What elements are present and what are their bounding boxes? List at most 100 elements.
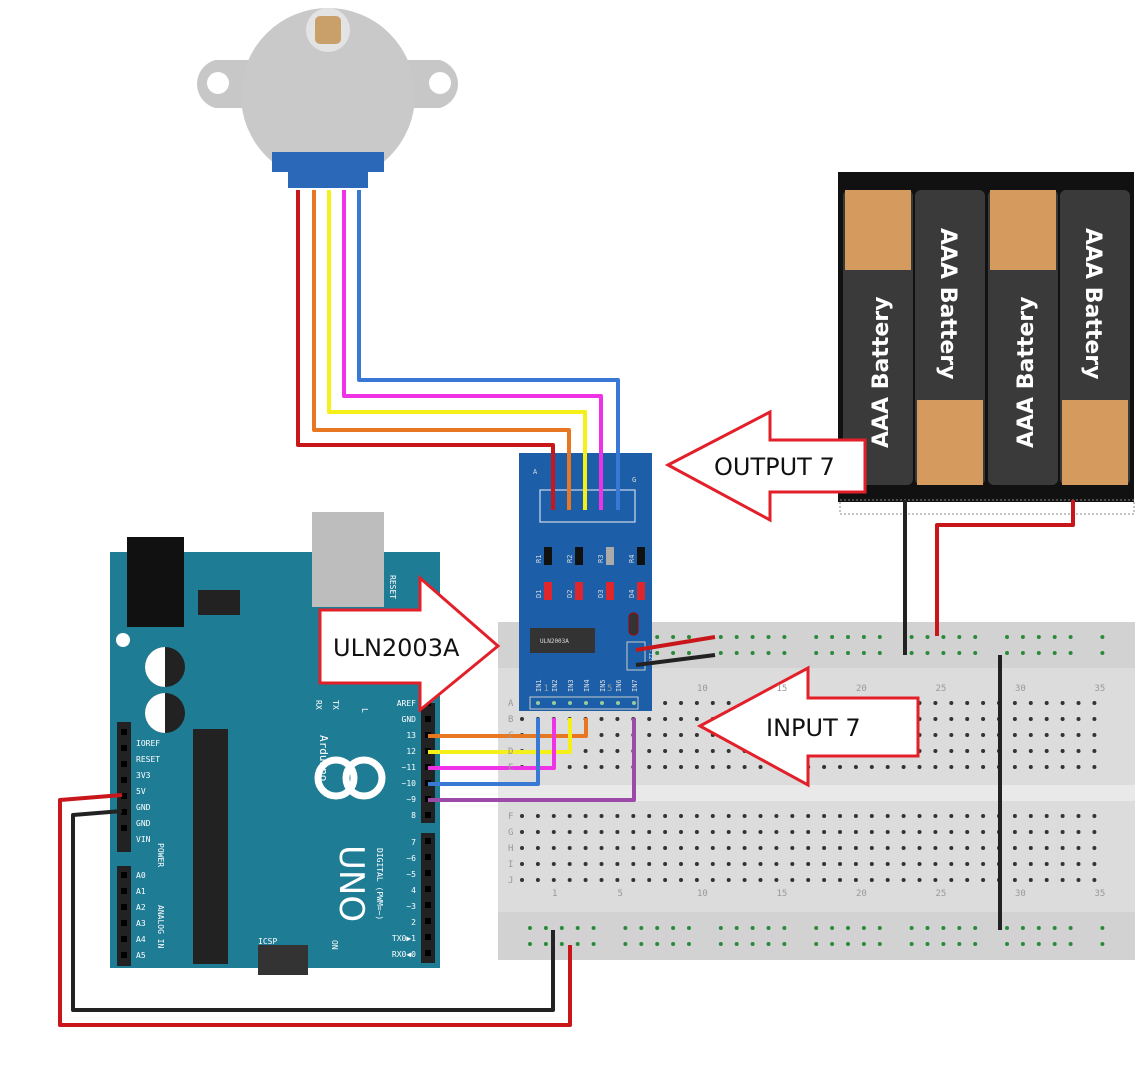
breadboard-hole [710,878,715,882]
breadboard-hole [806,862,811,866]
breadboard-hole [694,830,699,834]
breadboard-hole [710,814,715,818]
battery-cap [990,190,1056,270]
rail-hole [830,635,835,639]
row-label: G [508,828,513,838]
arduino-uno: Arduino UNO DIGITAL (PWM=~) POWER ANALOG… [110,512,440,975]
rail-hole [575,942,580,946]
rail-hole [750,942,755,946]
column-label: 35 [1095,684,1106,694]
rail-hole [941,635,946,639]
breadboard-hole [1044,717,1049,721]
rail-hole [591,942,596,946]
breadboard-hole [647,830,652,834]
column-label: 20 [856,684,867,694]
breadboard-hole [694,862,699,866]
breadboard-hole [1044,878,1049,882]
rail-hole [877,651,882,655]
breadboard-hole [599,717,604,721]
breadboard-hole [869,862,874,866]
breadboard-hole [599,830,604,834]
breadboard-hole [694,878,699,882]
breadboard-hole [1076,846,1081,850]
motor-wire-blue [357,190,620,510]
breadboard-hole [965,830,970,834]
rail-hole [1020,651,1025,655]
rail-hole [1052,651,1057,655]
breadboard-hole [790,862,795,866]
breadboard-hole [758,846,763,850]
stepper-motor [197,8,458,188]
breadboard-hole [1028,830,1033,834]
row-label: C [508,731,513,741]
rail-hole [846,635,850,639]
breadboard-hole [1076,749,1081,753]
breadboard-hole [822,765,827,769]
rail-hole [687,926,691,930]
breadboard-hole [710,749,715,753]
breadboard-hole [917,846,922,850]
callout-output: OUTPUT 7 [664,409,867,523]
rail-hole [734,651,739,655]
breadboard-hole [885,814,890,818]
breadboard-hole [520,814,524,818]
breadboard-hole [663,846,668,850]
motor-wire-red [296,190,555,510]
callout-driver-text: ULN2003A [333,634,460,662]
digital-pin-label: ~5 [406,870,416,879]
breadboard-hole [917,814,922,818]
breadboard-hole [1060,814,1065,818]
rail-hole [877,635,882,639]
callout-input: INPUT 7 [696,665,920,788]
motor-wire-yellow [327,190,587,510]
breadboard-hole [1092,765,1097,769]
breadboard-hole [583,846,588,850]
breadboard-hole [615,749,620,753]
driver-ground-wire [635,653,716,667]
breadboard-hole [949,814,954,818]
led [575,582,583,600]
breadboard-hole [901,814,906,818]
breadboard-hole [917,862,922,866]
input-pin [584,701,588,705]
rail-hole [909,942,914,946]
rail-hole [973,942,978,946]
breadboard-hole [822,862,827,866]
breadboard-hole [1028,765,1033,769]
rail-hole [528,942,532,946]
breadboard-hole [694,717,699,721]
breadboard-hole [694,701,699,705]
breadboard-hole [535,814,540,818]
breadboard-hole [1028,846,1033,850]
row-label: J [508,876,513,886]
breadboard-hole [551,846,556,850]
rail-hole [1052,926,1057,930]
rail-hole [1036,635,1041,639]
rail-hole [766,942,771,946]
breadboard-hole [679,733,683,737]
breadboard-hole [615,765,620,769]
breadboard-hole [1044,862,1049,866]
breadboard-hole [1044,814,1049,818]
input-pin-label: IN7 [631,679,639,692]
rail-hole [750,926,755,930]
breadboard-hole [726,830,731,834]
breadboard-hole [758,830,763,834]
breadboard-hole [981,814,986,818]
breadboard-hole [679,749,683,753]
breadboard-hole [869,765,874,769]
breadboard-hole [1092,878,1097,882]
power-pin-label: GND [136,819,151,828]
rail-hole [655,651,660,655]
breadboard-hole [567,765,572,769]
rail-hole [782,926,787,930]
breadboard-hole [1092,814,1097,818]
resistor-label: R2 [566,555,574,563]
breadboard-hole [949,846,954,850]
rail-hole [846,926,850,930]
battery-wire-positive [935,500,1075,636]
battery-label: AAA Battery [869,297,894,449]
rail-hole [957,926,962,930]
row-label: F [508,812,513,822]
digital-pin-label: ~6 [406,854,416,863]
